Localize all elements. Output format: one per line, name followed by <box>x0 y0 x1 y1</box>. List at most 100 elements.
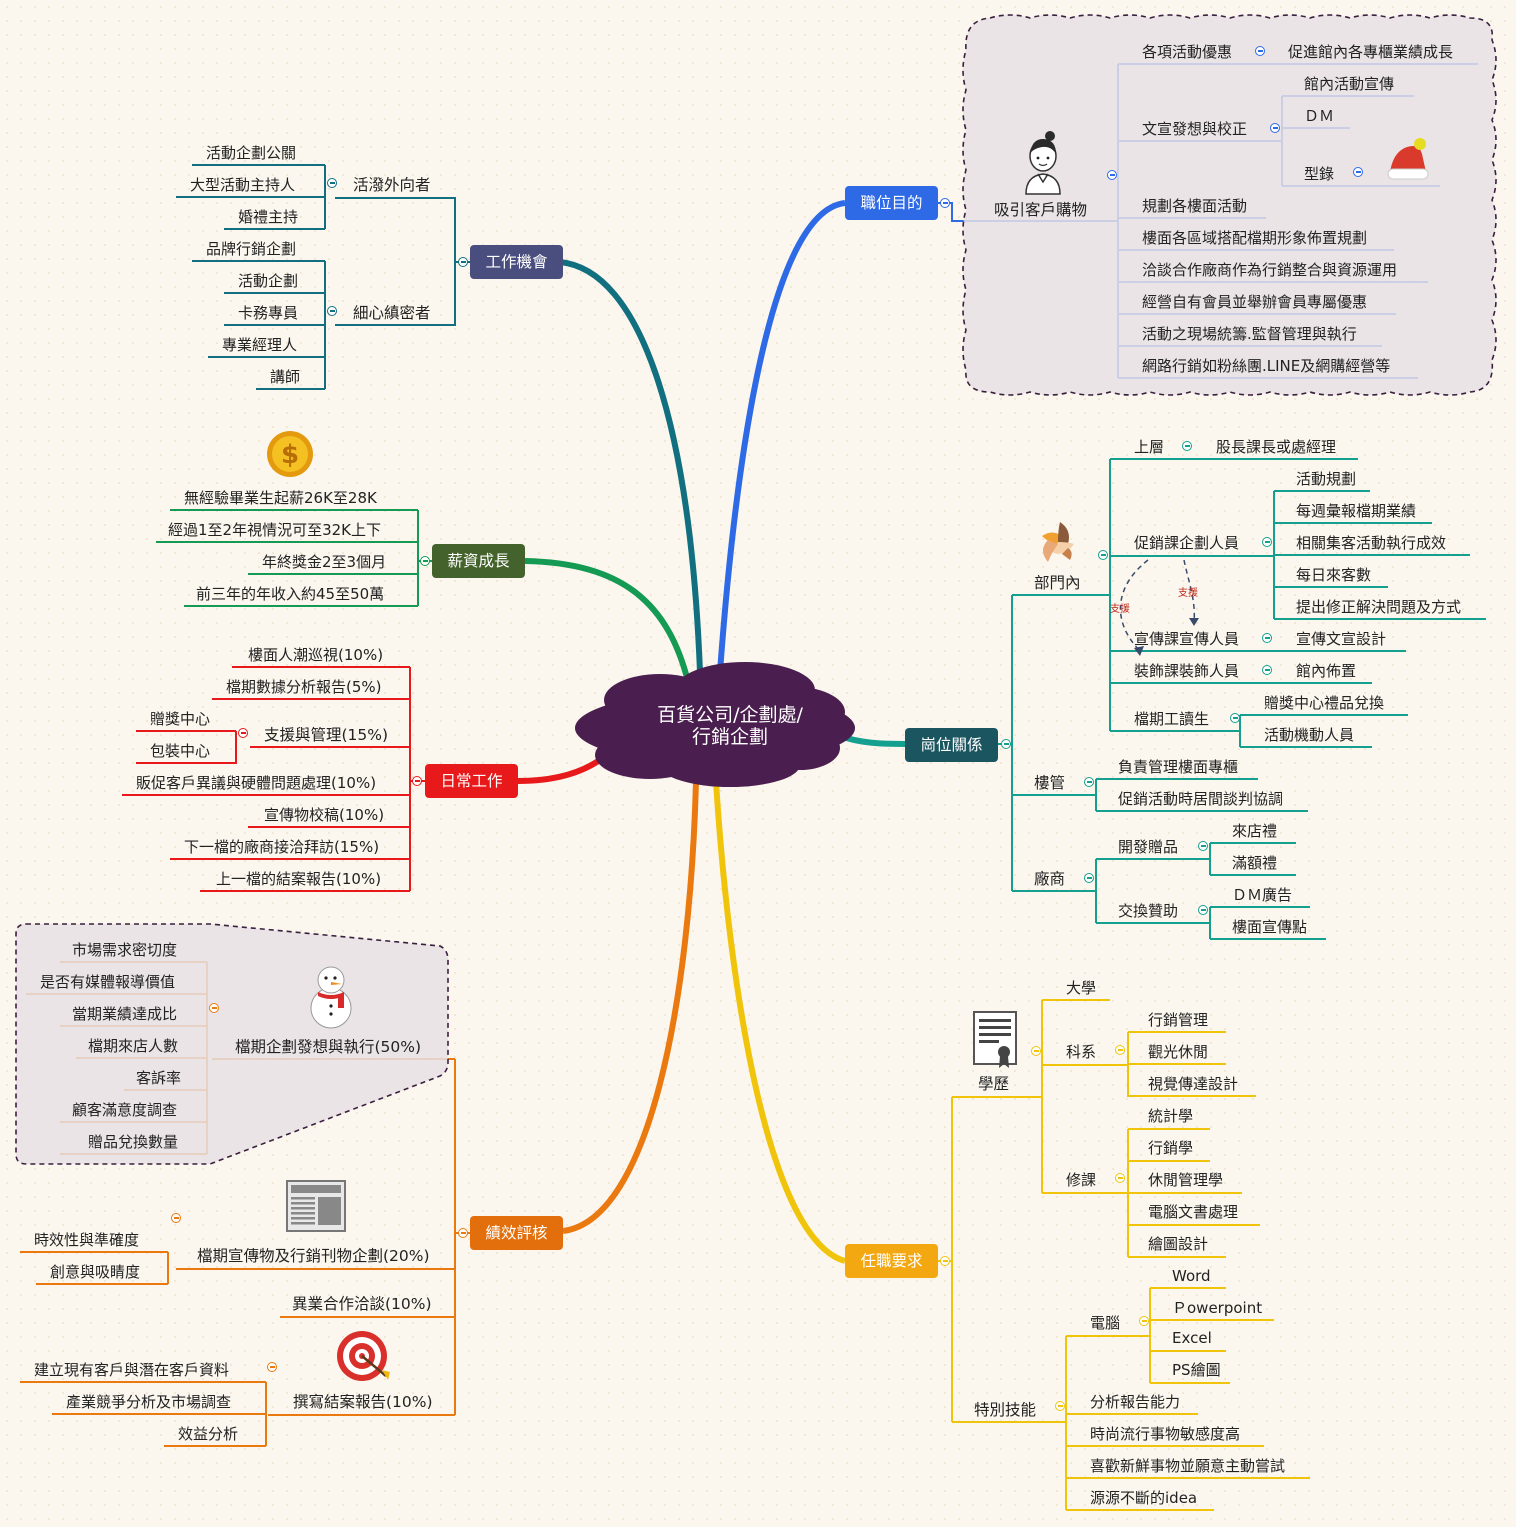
collapse-toggle-icon[interactable] <box>1084 777 1094 787</box>
node-daily-item[interactable]: 上一檔的結案報告(10%) <box>216 870 382 888</box>
node-promo-item[interactable]: 每日來客數 <box>1296 566 1372 584</box>
node-major-item[interactable]: 觀光休閒 <box>1148 1043 1209 1061</box>
node-temp-item[interactable]: 贈獎中心禮品兌換 <box>1264 694 1385 712</box>
node-gift-item[interactable]: 滿額禮 <box>1232 854 1278 872</box>
node-skill-item[interactable]: 時尚流行事物敏感度高 <box>1090 1425 1241 1443</box>
collapse-toggle-icon[interactable] <box>327 178 337 188</box>
collapse-toggle-icon[interactable] <box>1139 1316 1149 1326</box>
node-outgoing-item[interactable]: 大型活動主持人 <box>190 176 296 194</box>
topic-daily-work[interactable]: 日常工作 <box>425 764 518 798</box>
collapse-toggle-icon[interactable] <box>940 198 950 208</box>
collapse-toggle-icon[interactable] <box>1262 633 1272 643</box>
node-attract-customers[interactable]: 吸引客戶購物 <box>994 201 1088 219</box>
node-support-child[interactable]: 贈獎中心 <box>150 710 211 728</box>
collapse-toggle-icon[interactable] <box>420 556 430 566</box>
topic-work-opportunities[interactable]: 工作機會 <box>470 245 563 279</box>
node-print-item[interactable]: 時效性與準確度 <box>34 1231 140 1249</box>
node-gift-item[interactable]: 來店禮 <box>1232 822 1278 840</box>
collapse-toggle-icon[interactable] <box>1198 841 1208 851</box>
collapse-toggle-icon[interactable] <box>1001 739 1011 749</box>
topic-position-purpose[interactable]: 職位目的 <box>845 186 938 220</box>
node-copy-item[interactable]: ＤＭ <box>1304 107 1335 125</box>
node-floor-item[interactable]: 負責管理樓面專櫃 <box>1118 758 1239 776</box>
node-plan-item[interactable]: 贈品兌換數量 <box>88 1133 179 1151</box>
node-pr-child[interactable]: 宣傳文宣設計 <box>1296 630 1387 648</box>
node-report[interactable]: 撰寫結案報告(10%) <box>293 1393 433 1411</box>
collapse-toggle-icon[interactable] <box>1262 665 1272 675</box>
node-report-item[interactable]: 產業競爭分析及市場調查 <box>66 1393 232 1411</box>
node-outgoing-item[interactable]: 婚禮主持 <box>238 208 299 226</box>
node-outgoing-item[interactable]: 活動企劃公關 <box>206 144 297 162</box>
node-course-item[interactable]: 統計學 <box>1148 1107 1194 1125</box>
node-floor-item[interactable]: 促銷活動時居間談判協調 <box>1118 790 1284 808</box>
node-plan-item[interactable]: 顧客滿意度調查 <box>72 1101 178 1119</box>
node-course-item[interactable]: 行銷學 <box>1148 1139 1194 1157</box>
node-skill-item[interactable]: 分析報告能力 <box>1090 1393 1181 1411</box>
collapse-toggle-icon[interactable] <box>171 1213 181 1223</box>
collapse-toggle-icon[interactable] <box>1115 1045 1125 1055</box>
node-copy-item[interactable]: 型錄 <box>1304 165 1335 183</box>
node-daily-item[interactable]: 販促客戶異議與硬體問題處理(10%) <box>136 774 377 792</box>
central-topic[interactable]: 百貨公司/企劃處/ 行銷企劃 <box>600 704 860 748</box>
node-special-skills[interactable]: 特別技能 <box>974 1401 1037 1419</box>
node-activity-child[interactable]: 促進館內各專櫃業績成長 <box>1288 43 1454 61</box>
collapse-toggle-icon[interactable] <box>1262 537 1272 547</box>
topic-position-relations[interactable]: 崗位關係 <box>905 728 998 762</box>
node-purpose-item[interactable]: 洽談合作廠商作為行銷整合與資源運用 <box>1142 261 1398 279</box>
node-course-item[interactable]: 電腦文書處理 <box>1148 1203 1239 1221</box>
collapse-toggle-icon[interactable] <box>1055 1401 1065 1411</box>
node-salary-item[interactable]: 年終獎金2至3個月 <box>262 553 387 571</box>
node-salary-item[interactable]: 經過1至2年視情況可至32K上下 <box>168 521 382 539</box>
node-print[interactable]: 檔期宣傳物及行銷刊物企劃(20%) <box>197 1247 430 1265</box>
node-cross[interactable]: 異業合作洽談(10%) <box>292 1295 432 1313</box>
node-careful-item[interactable]: 卡務專員 <box>238 304 299 322</box>
node-careful-item[interactable]: 專業經理人 <box>222 336 298 354</box>
node-daily-item[interactable]: 支援與管理(15%) <box>264 726 389 744</box>
node-university[interactable]: 大學 <box>1066 979 1097 997</box>
collapse-toggle-icon[interactable] <box>267 1362 277 1372</box>
node-computer-item[interactable]: PS繪圖 <box>1172 1361 1221 1379</box>
collapse-toggle-icon[interactable] <box>1353 167 1363 177</box>
node-course-item[interactable]: 休閒管理學 <box>1148 1171 1224 1189</box>
node-plan-item[interactable]: 檔期來店人數 <box>88 1037 179 1055</box>
node-courses[interactable]: 修課 <box>1066 1171 1097 1189</box>
node-purpose-item[interactable]: 經營自有會員並舉辦會員專屬優惠 <box>1142 293 1368 311</box>
node-pr-staff[interactable]: 宣傳課宣傳人員 <box>1134 630 1240 648</box>
node-outgoing[interactable]: 活潑外向者 <box>353 176 431 194</box>
node-computer-item[interactable]: Word <box>1172 1267 1211 1285</box>
node-computer-item[interactable]: Ｐowerpoint <box>1172 1299 1263 1317</box>
node-deco-child[interactable]: 館內佈置 <box>1296 662 1357 680</box>
collapse-toggle-icon[interactable] <box>238 728 248 738</box>
node-report-item[interactable]: 建立現有客戶與潛在客戶資料 <box>34 1361 230 1379</box>
node-education[interactable]: 學歷 <box>978 1075 1010 1093</box>
node-plan-item[interactable]: 是否有媒體報導價值 <box>40 973 176 991</box>
node-upper[interactable]: 上層 <box>1134 438 1165 456</box>
node-copy[interactable]: 文宣發想與校正 <box>1142 120 1248 138</box>
node-computer-item[interactable]: Excel <box>1172 1329 1212 1347</box>
node-skill-item[interactable]: 喜歡新鮮事物並願意主動嘗試 <box>1090 1457 1286 1475</box>
node-vendor[interactable]: 廠商 <box>1034 870 1066 888</box>
node-deco-staff[interactable]: 裝飾課裝飾人員 <box>1134 662 1240 680</box>
node-activity[interactable]: 各項活動優惠 <box>1142 43 1233 61</box>
collapse-toggle-icon[interactable] <box>1255 46 1265 56</box>
node-daily-item[interactable]: 宣傳物校稿(10%) <box>264 806 385 824</box>
collapse-toggle-icon[interactable] <box>1098 550 1108 560</box>
collapse-toggle-icon[interactable] <box>1182 441 1192 451</box>
collapse-toggle-icon[interactable] <box>1230 713 1240 723</box>
node-temp-item[interactable]: 活動機動人員 <box>1264 726 1355 744</box>
node-major-item[interactable]: 視覺傳達設計 <box>1148 1075 1239 1093</box>
node-purpose-item[interactable]: 樓面各區域搭配檔期形象佈置規劃 <box>1142 229 1368 247</box>
node-careful-item[interactable]: 活動企劃 <box>238 272 299 290</box>
node-in-department[interactable]: 部門內 <box>1034 574 1081 592</box>
collapse-toggle-icon[interactable] <box>412 776 422 786</box>
topic-performance-review[interactable]: 績效評核 <box>470 1216 563 1250</box>
node-upper-child[interactable]: 股長課長或處經理 <box>1216 438 1337 456</box>
node-copy-item[interactable]: 館內活動宣傳 <box>1304 75 1395 93</box>
collapse-toggle-icon[interactable] <box>327 306 337 316</box>
topic-salary-growth[interactable]: 薪資成長 <box>432 544 525 578</box>
node-careful[interactable]: 細心縝密者 <box>353 304 431 322</box>
node-temp-staff[interactable]: 檔期工讀生 <box>1134 710 1210 728</box>
node-report-item[interactable]: 效益分析 <box>178 1425 239 1443</box>
node-promo-item[interactable]: 相關集客活動執行成效 <box>1296 534 1447 552</box>
node-major-item[interactable]: 行銷管理 <box>1148 1011 1209 1029</box>
